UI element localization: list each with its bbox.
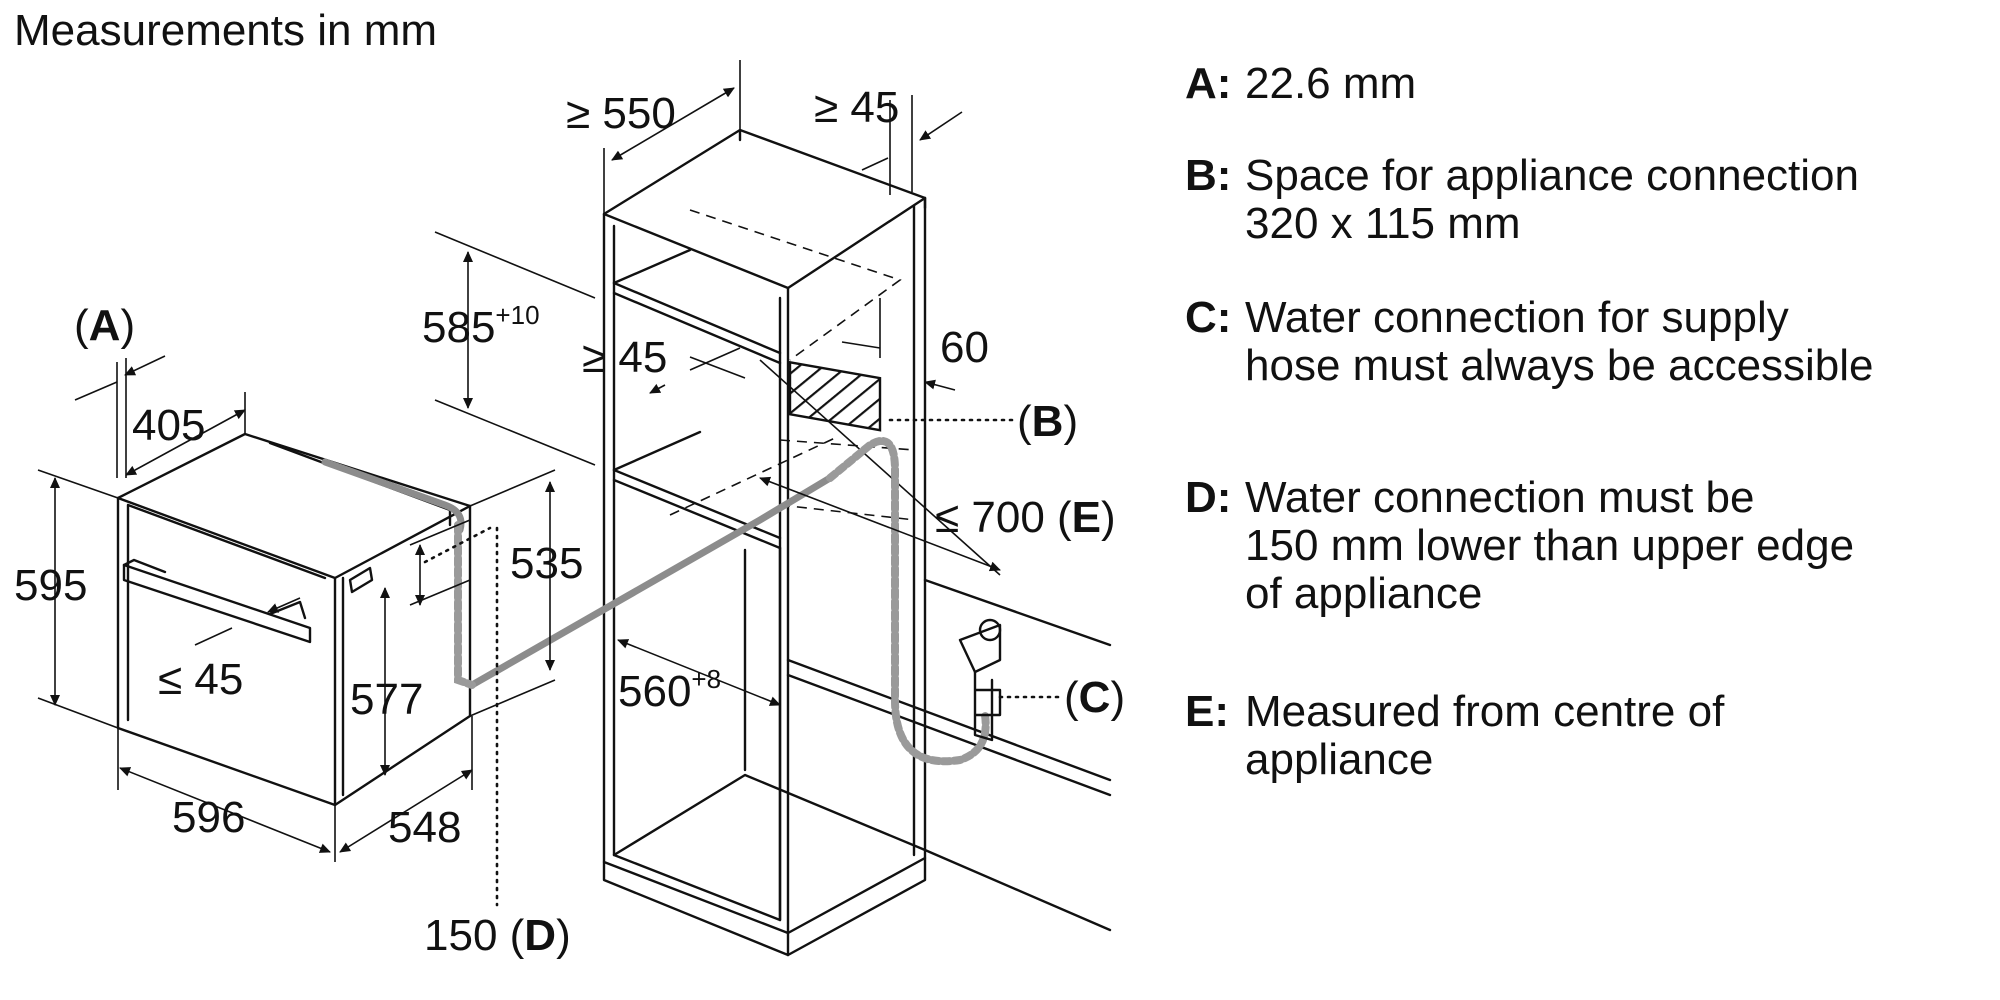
oven-back-rail — [268, 441, 452, 527]
oven-handle-cap — [122, 558, 167, 574]
oven-vent — [348, 566, 374, 594]
dim-60 — [841, 341, 956, 390]
wall-line-upper — [923, 578, 1112, 647]
label-577: 577 — [350, 675, 423, 724]
cabinet-niche-floor — [612, 468, 782, 550]
ext-vent — [409, 519, 471, 606]
oven-handle — [122, 563, 312, 644]
cabinet-front-left-edge — [602, 212, 790, 935]
legend-item-a: A: 22.6 mm — [1185, 60, 1985, 108]
legend-item-c: C: Water connection for supply hose must… — [1185, 294, 1985, 390]
water-tap — [958, 618, 1002, 742]
label-535: 535 — [510, 539, 583, 588]
centre-line — [669, 437, 836, 516]
legend-line: Space for appliance connection — [1245, 151, 1859, 200]
cabinet-front-inner-edge — [612, 224, 782, 922]
legend-item-e: E: Measured from centre of appliance — [1185, 688, 1985, 784]
label-596: 596 — [172, 793, 245, 842]
cabinet-bottom — [612, 773, 927, 857]
cabinet-plinth-side — [786, 856, 927, 957]
dimension-labels: ≥ 550 ≥ 45 585+10 ≥ 45 60 ≤ 700 (E) 560+… — [14, 83, 1125, 960]
ext-596 — [117, 728, 336, 862]
legend-line: 22.6 mm — [1245, 59, 1417, 108]
legend-line: Measured from centre of — [1245, 687, 1725, 736]
dim-700 — [759, 476, 1001, 572]
dim-le45 — [194, 597, 301, 646]
legend-line: Water connection must be — [1245, 473, 1755, 522]
ext-595 — [37, 469, 119, 729]
dim-405 — [125, 409, 246, 476]
cabinet-plinth — [602, 860, 790, 957]
dim-596 — [119, 767, 331, 853]
niche-floor-back — [612, 430, 702, 472]
ext-550 — [603, 60, 741, 214]
legend-line: of appliance — [1245, 569, 1483, 618]
cabinet-upper-shelf — [612, 281, 782, 365]
label-45-top: ≥ 45 — [814, 83, 899, 132]
dim-45-top — [861, 111, 963, 171]
oven-side — [333, 504, 472, 807]
ext-585 — [434, 231, 596, 466]
cabinet-top — [602, 128, 927, 290]
legend-line: Water connection for supply — [1245, 293, 1789, 342]
label-45-inner: ≥ 45 — [582, 333, 667, 382]
label-585: 585+10 — [422, 300, 540, 352]
legend-key: D: — [1185, 473, 1232, 522]
oven-top — [116, 432, 472, 580]
oven-front — [116, 496, 337, 807]
oven-front-inner — [126, 503, 327, 722]
legend-item-b: B: Space for appliance connection 320 x … — [1185, 152, 1985, 248]
dim-560 — [617, 639, 781, 706]
hose-dashed-oven — [454, 521, 476, 689]
legend-key: B: — [1185, 151, 1232, 200]
dimension-lines — [37, 87, 1001, 862]
label-b: (B) — [1017, 397, 1078, 446]
label-405: 405 — [132, 401, 205, 450]
connection-box-b — [788, 360, 882, 432]
cabinet-lower-partition — [743, 546, 782, 922]
worktop-line — [786, 658, 1112, 797]
water-hose — [454, 436, 1002, 766]
dim-45-inner — [650, 347, 741, 393]
label-a: (A) — [74, 301, 135, 350]
legend-key: C: — [1185, 293, 1232, 342]
label-560: 560+8 — [618, 664, 721, 716]
label-550: ≥ 550 — [566, 89, 676, 138]
label-595: 595 — [14, 561, 87, 610]
legend-key: A: — [1185, 59, 1232, 108]
legend-item-d: D: Water connection must be 150 mm lower… — [1185, 474, 1985, 618]
legend-line: 150 mm lower than upper edge — [1245, 521, 1855, 570]
diagram-title: Measurements in mm — [14, 6, 438, 55]
label-le45: ≤ 45 — [158, 655, 243, 704]
dim-548 — [339, 769, 473, 853]
dim-a — [74, 355, 166, 401]
oven-handle-cap-right — [268, 600, 307, 620]
upper-shelf-back — [612, 248, 692, 285]
ext-535 — [469, 469, 556, 717]
oven — [116, 432, 472, 807]
legend-line: hose must always be accessible — [1245, 341, 1874, 390]
ext-45-inner — [689, 356, 746, 379]
label-150-d: 150 (D) — [424, 911, 571, 960]
dim-550 — [611, 87, 735, 161]
ext-a — [116, 358, 127, 478]
hose-dashed-cabinet — [826, 436, 990, 766]
label-548: 548 — [388, 803, 461, 852]
legend-key: E: — [1185, 687, 1229, 736]
label-c: (C) — [1064, 673, 1125, 722]
upper-dashed-guide — [689, 209, 902, 361]
label-60: 60 — [940, 323, 989, 372]
label-700: ≤ 700 (E) — [935, 493, 1116, 542]
cabinet-top-lip — [738, 128, 927, 210]
legend-line: appliance — [1245, 735, 1434, 784]
legend-line: 320 x 115 mm — [1245, 199, 1521, 248]
floor-line — [923, 848, 1112, 932]
legend: A: 22.6 mm B: Space for appliance connec… — [1185, 60, 1985, 784]
